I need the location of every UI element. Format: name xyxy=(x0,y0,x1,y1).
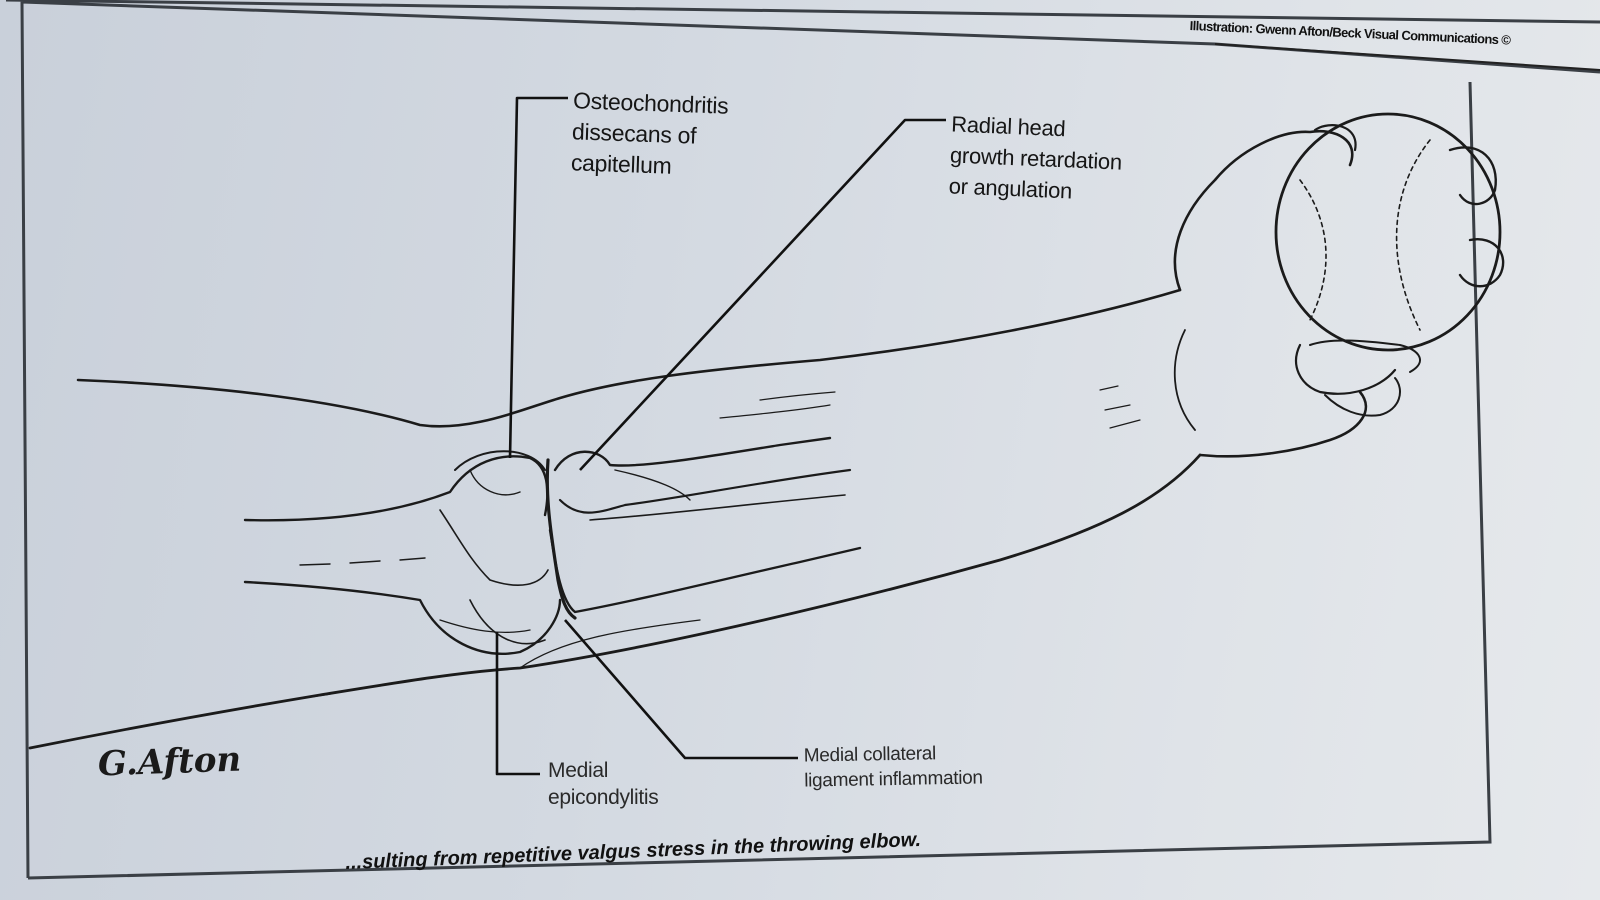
artist-signature: G.Afton xyxy=(97,739,242,785)
humerus xyxy=(243,455,549,522)
label-medial-epi-line-1: Medial xyxy=(548,759,609,782)
label-ocd-line-3: capitellum xyxy=(570,149,672,179)
baseball xyxy=(1274,112,1502,352)
label-radial-head: Radial head growth retardation or angula… xyxy=(948,108,1124,208)
leader-radial xyxy=(579,118,946,471)
leader-ocd xyxy=(508,96,568,459)
leader-mcl xyxy=(564,619,798,760)
upper-arm-outline xyxy=(76,288,1182,428)
radius xyxy=(553,436,832,472)
fist xyxy=(1173,129,1354,292)
label-mcl-line-1: Medial collateral xyxy=(803,743,937,767)
label-medial-collateral-ligament: Medial collateral ligament inflammation xyxy=(804,740,983,793)
ulna xyxy=(548,528,862,614)
label-medial-epi-line-2: epicondylitis xyxy=(548,786,659,809)
label-mcl-line-2: ligament inflammation xyxy=(804,767,983,792)
leader-medial-epicondylitis xyxy=(495,632,540,776)
label-osteochondritis: Osteochondritis dissecans of capitellum xyxy=(570,85,729,183)
forearm-lower-outline xyxy=(28,453,1202,750)
label-medial-epicondylitis: Medial epicondylitis xyxy=(548,757,659,811)
